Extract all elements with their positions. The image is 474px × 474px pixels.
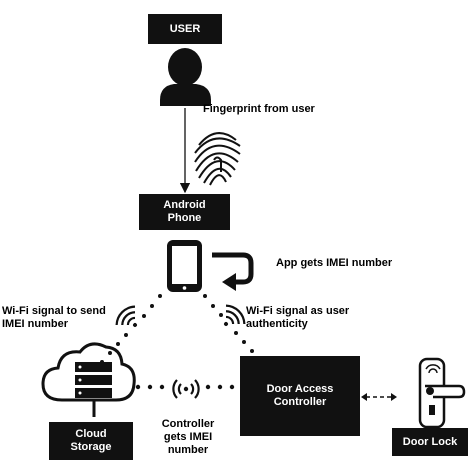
door-access-controller-box: Door Access Controller [240, 356, 360, 436]
app-imei-caption: App gets IMEI number [276, 257, 393, 269]
wifi-auth-caption: Wi-Fi signal as user authenticity [246, 305, 350, 330]
wifi-icon [172, 379, 200, 399]
user-label: USER [169, 22, 201, 35]
smartphone-icon [167, 240, 202, 292]
dotted-link-phone-to-cloud [100, 294, 162, 364]
wifi-icon [224, 304, 246, 326]
user-box: USER [148, 14, 222, 44]
controller-imei-caption: Controller gets IMEI number [161, 418, 215, 456]
cloud-storage-label: Cloud Storage [70, 428, 112, 453]
fingerprint-caption: Fingerprint from user [203, 103, 315, 115]
cloud-storage-box: Cloud Storage [49, 422, 133, 460]
wifi-icon [115, 305, 137, 327]
dotted-link-cloud-to-controller [135, 384, 235, 390]
android-phone-label: Android Phone [163, 199, 206, 224]
android-phone-box: Android Phone [139, 194, 230, 230]
cloud-server-icon [41, 342, 136, 417]
door-handle-icon [418, 357, 466, 429]
user-silhouette-icon [160, 48, 211, 106]
dashed-double-arrow [361, 393, 397, 401]
dotted-link-phone-to-controller [203, 294, 254, 353]
return-arrow-icon [212, 252, 254, 291]
door-access-controller-label: Door Access Controller [266, 383, 334, 408]
wifi-send-caption: Wi-Fi signal to send IMEI number [2, 305, 106, 330]
fingerprint-icon [194, 132, 241, 186]
door-lock-box: Door Lock [392, 428, 468, 456]
dotted-links [100, 294, 254, 390]
door-lock-label: Door Lock [402, 435, 458, 448]
